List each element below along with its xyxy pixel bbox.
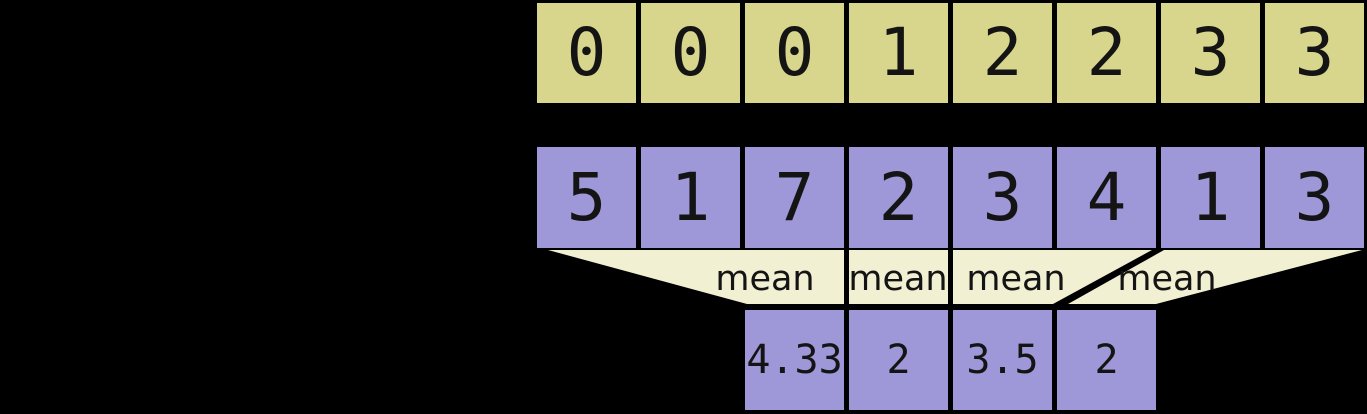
mean-funnel-shape [1068,250,1362,304]
data-cell: 2 [849,147,948,248]
segment-id-cell: 3 [1265,3,1364,103]
mean-funnel-shape [849,250,948,304]
segment-id-cell: 1 [849,3,948,103]
segment-id-cell: 0 [641,3,740,103]
result-row: 4.33 2 3.5 2 [745,310,1156,410]
segment-id-cell: 0 [537,3,636,103]
data-cell: 7 [745,147,844,248]
result-cell: 2 [849,310,948,410]
mean-label: mean [1117,259,1216,299]
segment-ids-row: 0 0 0 1 2 2 3 3 [537,3,1364,103]
mean-label: mean [715,259,814,299]
result-cell: 2 [1057,310,1156,410]
data-cell: 5 [537,147,636,248]
result-cell: 3.5 [953,310,1052,410]
data-cell: 1 [641,147,740,248]
data-cell: 4 [1057,147,1156,248]
mean-label: mean [848,259,947,299]
mean-label: mean [966,259,1065,299]
data-cell: 3 [953,147,1052,248]
segment-id-cell: 3 [1161,3,1260,103]
data-row: 5 1 7 2 3 4 1 3 [537,147,1364,248]
mean-funnel-shape [953,250,1152,304]
mean-funnel-shape [548,250,844,304]
segment-id-cell: 0 [745,3,844,103]
segment-id-cell: 2 [1057,3,1156,103]
data-cell: 3 [1265,147,1364,248]
result-cell: 4.33 [745,310,844,410]
segment-id-cell: 2 [953,3,1052,103]
data-cell: 1 [1161,147,1260,248]
